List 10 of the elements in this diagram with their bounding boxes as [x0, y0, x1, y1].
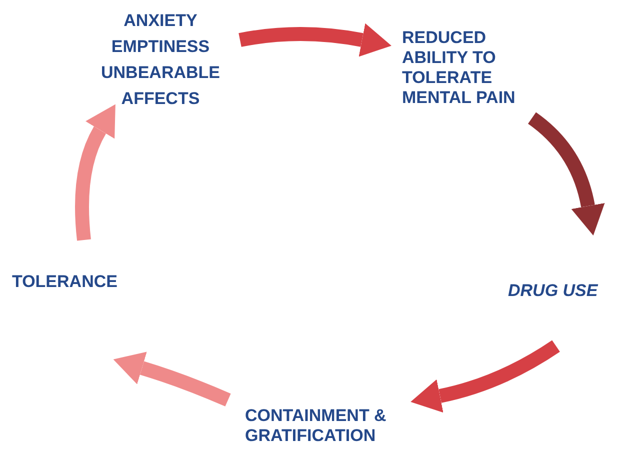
cycle-step-text: DRUG USE — [508, 281, 623, 301]
cycle-step-text: TOLERANCE — [12, 272, 152, 292]
cycle-step-text: ANXIETY EMPTINESS UNBEARABLE AFFECTS — [88, 8, 233, 112]
curved-arrow — [528, 112, 605, 236]
curved-arrow — [410, 340, 560, 413]
cycle-step-text: REDUCED ABILITY TO TOLERATE MENTAL PAIN — [402, 28, 552, 108]
curved-arrow — [75, 104, 115, 241]
curved-arrow — [238, 23, 392, 57]
curved-arrow — [113, 352, 231, 406]
cycle-step-text: CONTAINMENT & GRATIFICATION — [245, 406, 407, 446]
